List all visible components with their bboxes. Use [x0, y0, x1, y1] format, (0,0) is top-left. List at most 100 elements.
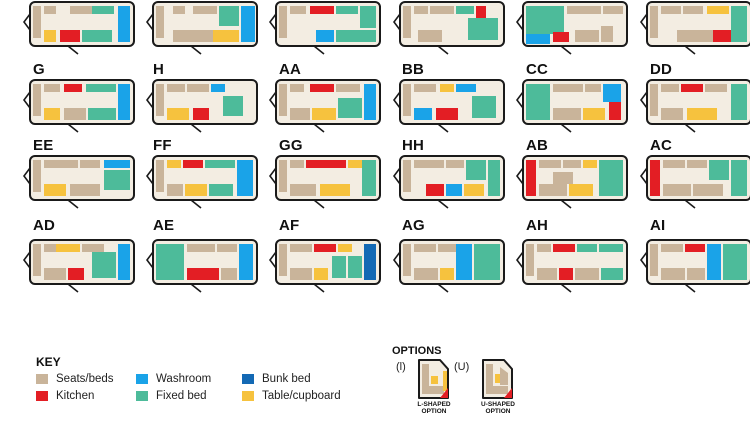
- tow-hitch: [393, 167, 401, 185]
- tow-hitch: [146, 167, 154, 185]
- table-cupboard-swatch: [242, 391, 254, 401]
- seat-bed-block: [663, 184, 691, 196]
- seat-bed-block: [156, 6, 164, 38]
- tow-hitch: [23, 251, 31, 269]
- fixed-bed-block: [466, 160, 486, 180]
- kitchen-block: [64, 84, 82, 92]
- fixed-bed-block: [731, 84, 747, 120]
- key-label-table-cupboard: Table/cupboard: [262, 390, 341, 402]
- washroom-block: [456, 84, 476, 92]
- door-opening: [67, 123, 79, 133]
- seat-bed-block: [33, 244, 41, 276]
- caravan-floorplan-svg: [516, 155, 628, 209]
- seat-bed-block: [44, 268, 66, 280]
- layout-plan-r0c2: [269, 0, 382, 55]
- kitchen-block: [713, 30, 731, 42]
- fixed-bed-block: [332, 256, 346, 278]
- door-opening: [190, 45, 202, 55]
- table-cupboard-block: [167, 160, 181, 168]
- layout-label-g: G: [33, 61, 45, 78]
- bunk-bed-swatch: [242, 374, 254, 384]
- table-cupboard-block: [312, 108, 336, 120]
- seat-bed-block: [290, 6, 306, 14]
- seat-bed-block: [167, 184, 183, 196]
- caravan-floorplan-svg: [269, 239, 381, 293]
- seat-bed-block: [290, 84, 304, 92]
- bunk-bed-block: [364, 244, 376, 280]
- tow-hitch: [269, 251, 277, 269]
- kitchen-block: [314, 244, 336, 252]
- seat-bed-block: [336, 84, 360, 92]
- caravan-floorplan-svg: [393, 79, 505, 133]
- kitchen-block: [609, 102, 621, 120]
- seat-bed-block: [663, 160, 685, 168]
- tow-hitch: [23, 91, 31, 109]
- seat-bed-block: [173, 6, 185, 14]
- seat-bed-block: [446, 160, 464, 168]
- seat-bed-block: [414, 244, 436, 252]
- tow-hitch: [393, 13, 401, 31]
- tow-hitch: [640, 251, 648, 269]
- caravan-floorplan-svg: [516, 1, 628, 55]
- door-opening: [190, 283, 202, 293]
- door-opening: [313, 123, 325, 133]
- kitchen-block: [193, 108, 209, 120]
- caravan-floorplan-svg: [146, 1, 258, 55]
- table-cupboard-block: [348, 160, 362, 168]
- seat-bed-block: [279, 84, 287, 116]
- fixed-bed-block: [223, 96, 243, 116]
- seat-bed-block: [44, 244, 56, 252]
- kitchen-block: [681, 84, 703, 92]
- fixed-bed-block: [731, 6, 747, 42]
- tow-hitch: [516, 251, 524, 269]
- seat-bed-block: [70, 6, 92, 14]
- seat-bed-block: [418, 30, 442, 42]
- kitchen-block: [306, 160, 346, 168]
- kitchen-block: [553, 32, 569, 42]
- door-opening: [560, 123, 572, 133]
- table-cupboard-block: [583, 160, 597, 168]
- seat-bed-block: [33, 84, 41, 116]
- layout-plan-hh: [393, 154, 506, 209]
- table-cupboard-block: [314, 268, 328, 280]
- door-opening: [437, 283, 449, 293]
- caravan-floorplan-svg: [146, 79, 258, 133]
- door-opening: [684, 283, 696, 293]
- seat-bed-block: [156, 160, 164, 192]
- seat-bed-block: [279, 160, 287, 192]
- washroom-block: [211, 84, 225, 92]
- seat-bed-block: [650, 84, 658, 116]
- tow-hitch: [23, 167, 31, 185]
- layout-plan-af: [269, 238, 382, 293]
- seat-bed-block: [661, 108, 683, 120]
- door-opening: [190, 123, 202, 133]
- seat-bed-block: [403, 244, 411, 276]
- fixed-bed-block: [709, 160, 729, 180]
- tow-hitch: [516, 167, 524, 185]
- kitchen-block: [436, 108, 458, 120]
- washroom-block: [118, 244, 130, 280]
- fixed-bed-block: [336, 30, 376, 42]
- caravan-floorplan-svg: [516, 79, 628, 133]
- kitchen-block: [559, 268, 573, 280]
- layout-label-ab: AB: [526, 137, 549, 154]
- seat-bed-block: [661, 268, 685, 280]
- layout-label-af: AF: [279, 217, 300, 234]
- layout-plan-r0c0: [23, 0, 136, 55]
- l-option-mark: (l): [396, 361, 406, 373]
- door-opening: [684, 45, 696, 55]
- key-item-washroom: Washroom: [136, 373, 211, 385]
- kitchen-block: [685, 244, 705, 252]
- seat-bed-block: [193, 6, 217, 14]
- table-cupboard-block: [213, 30, 239, 42]
- caravan-floorplan-svg: [269, 79, 381, 133]
- seat-bed-block: [80, 160, 100, 168]
- layout-label-gg: GG: [279, 137, 303, 154]
- table-cupboard-block: [569, 184, 593, 196]
- table-cupboard-block: [707, 6, 729, 14]
- seat-bed-block: [187, 84, 209, 92]
- seat-bed-block: [567, 6, 601, 14]
- seat-bed-block: [167, 84, 185, 92]
- door-opening: [684, 199, 696, 209]
- seat-bed-block: [173, 30, 213, 42]
